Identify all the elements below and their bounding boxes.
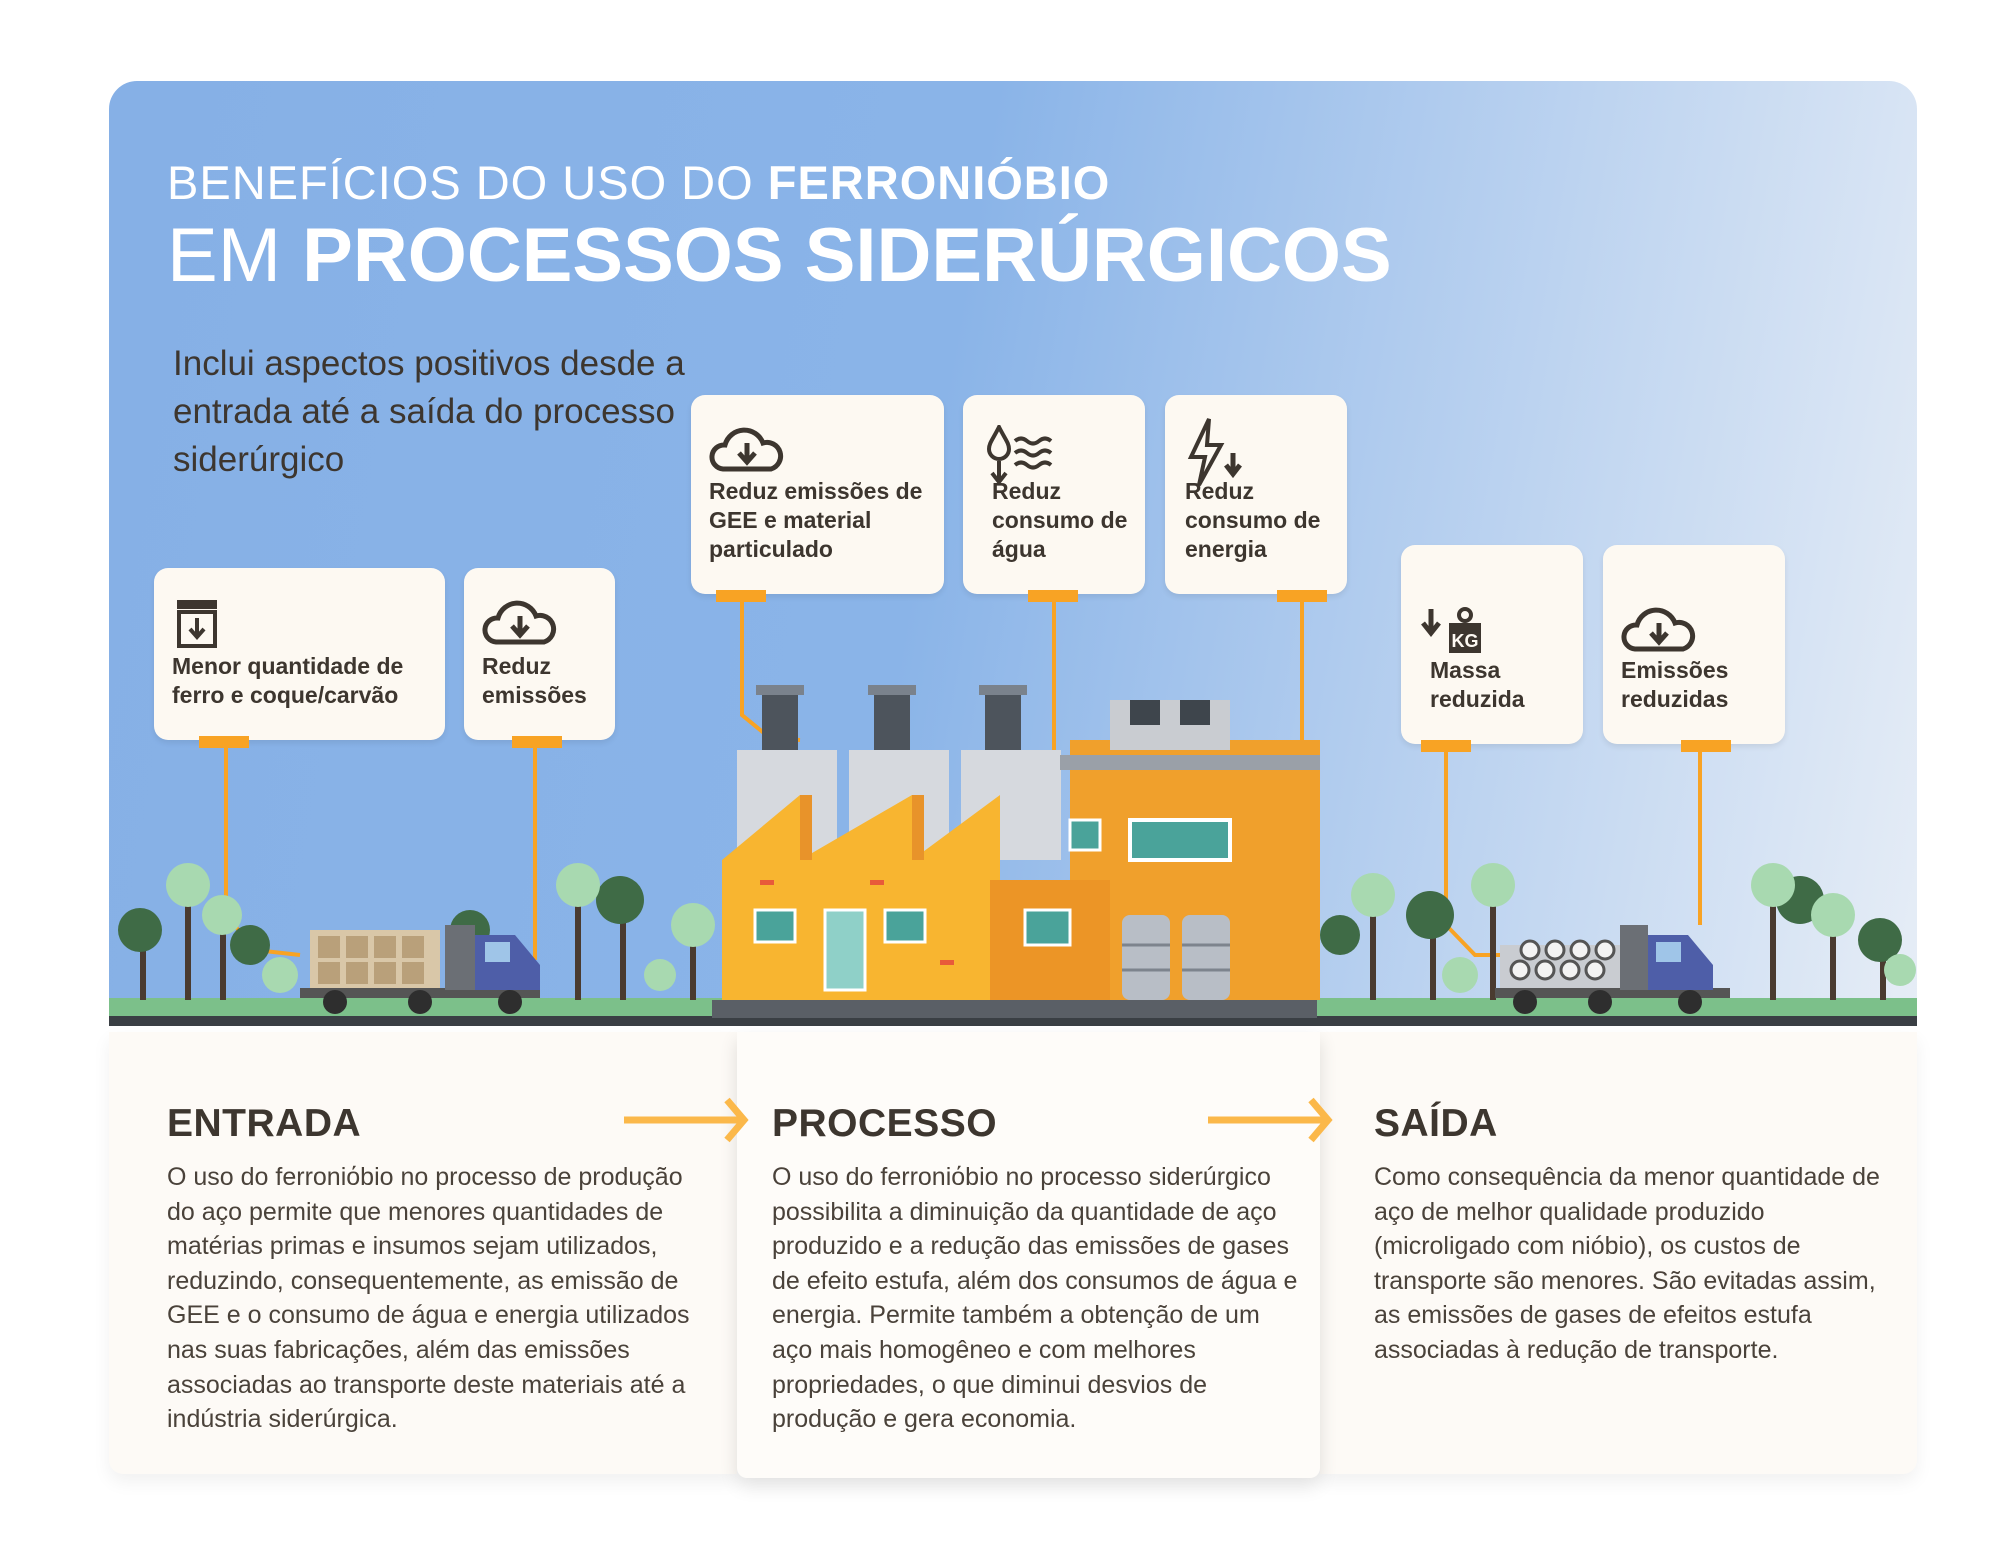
benefit-box-energy: Reduz consumo de energia bbox=[1165, 395, 1347, 602]
stage-text: Como consequência da menor quantidade de… bbox=[1374, 1163, 1880, 1364]
connector-tab bbox=[199, 736, 249, 748]
stage-heading: ENTRADA bbox=[167, 1102, 362, 1145]
connector-tab bbox=[1421, 740, 1471, 752]
benefit-box-emissions-reduced: Emissões reduzidas bbox=[1603, 545, 1785, 752]
connector-tab bbox=[1277, 590, 1327, 602]
arrow-right-icon bbox=[1208, 1097, 1333, 1143]
lightning-down-icon bbox=[1187, 418, 1242, 486]
road bbox=[109, 1016, 1917, 1026]
truck-right bbox=[1495, 925, 1730, 1014]
box-down-icon bbox=[177, 600, 217, 648]
stage-heading: PROCESSO bbox=[772, 1102, 998, 1145]
stage-card-entrada: ENTRADA O uso do ferroniόbio no processo… bbox=[109, 1032, 737, 1474]
water-drop-down-icon bbox=[987, 425, 1053, 485]
connector-tab bbox=[512, 736, 562, 748]
benefit-box-raw-materials: Menor quantidade de ferro e coque/carvão bbox=[154, 568, 445, 748]
stage-card-saida: SAÍDA Como consequência da menor quantid… bbox=[1320, 1032, 1917, 1474]
benefit-box-mass: KG Massa reduzida bbox=[1401, 545, 1583, 752]
connector-tab bbox=[716, 590, 766, 602]
svg-text:KG: KG bbox=[1452, 631, 1479, 651]
weight-kg-down-icon: KG bbox=[1421, 607, 1481, 653]
cloud-download-icon bbox=[482, 600, 557, 645]
truck-left bbox=[300, 925, 540, 1014]
stage-text: O uso do ferroniόbio no processo siderúr… bbox=[772, 1163, 1298, 1434]
arrow-right-icon bbox=[624, 1097, 749, 1143]
benefit-box-emissions: Reduz emissões bbox=[464, 568, 615, 748]
cloud-download-icon bbox=[709, 427, 784, 472]
connector-tab bbox=[1681, 740, 1731, 752]
benefit-box-water: Reduz consumo de água bbox=[963, 395, 1145, 602]
stage-text: O uso do ferroniόbio no processo de prod… bbox=[167, 1163, 690, 1434]
subtitle: Inclui aspectos positivos desde a entrad… bbox=[173, 344, 685, 479]
connector-tab bbox=[1028, 590, 1078, 602]
title-line-2: EM PROCESSOS SIDERÚRGICOS bbox=[167, 213, 1392, 298]
stage-heading: SAÍDA bbox=[1374, 1102, 1498, 1145]
benefit-box-ghg: Reduz emissões de GEE e material particu… bbox=[691, 395, 944, 602]
stage-card-processo: PROCESSO O uso do ferroniόbio no process… bbox=[737, 1032, 1320, 1478]
title-line-1: BENEFÍCIOS DO USO DO FERRONIÓBIO bbox=[167, 156, 1111, 209]
trees bbox=[118, 863, 1916, 1000]
cloud-download-icon bbox=[1621, 607, 1696, 652]
factory bbox=[712, 685, 1320, 1018]
